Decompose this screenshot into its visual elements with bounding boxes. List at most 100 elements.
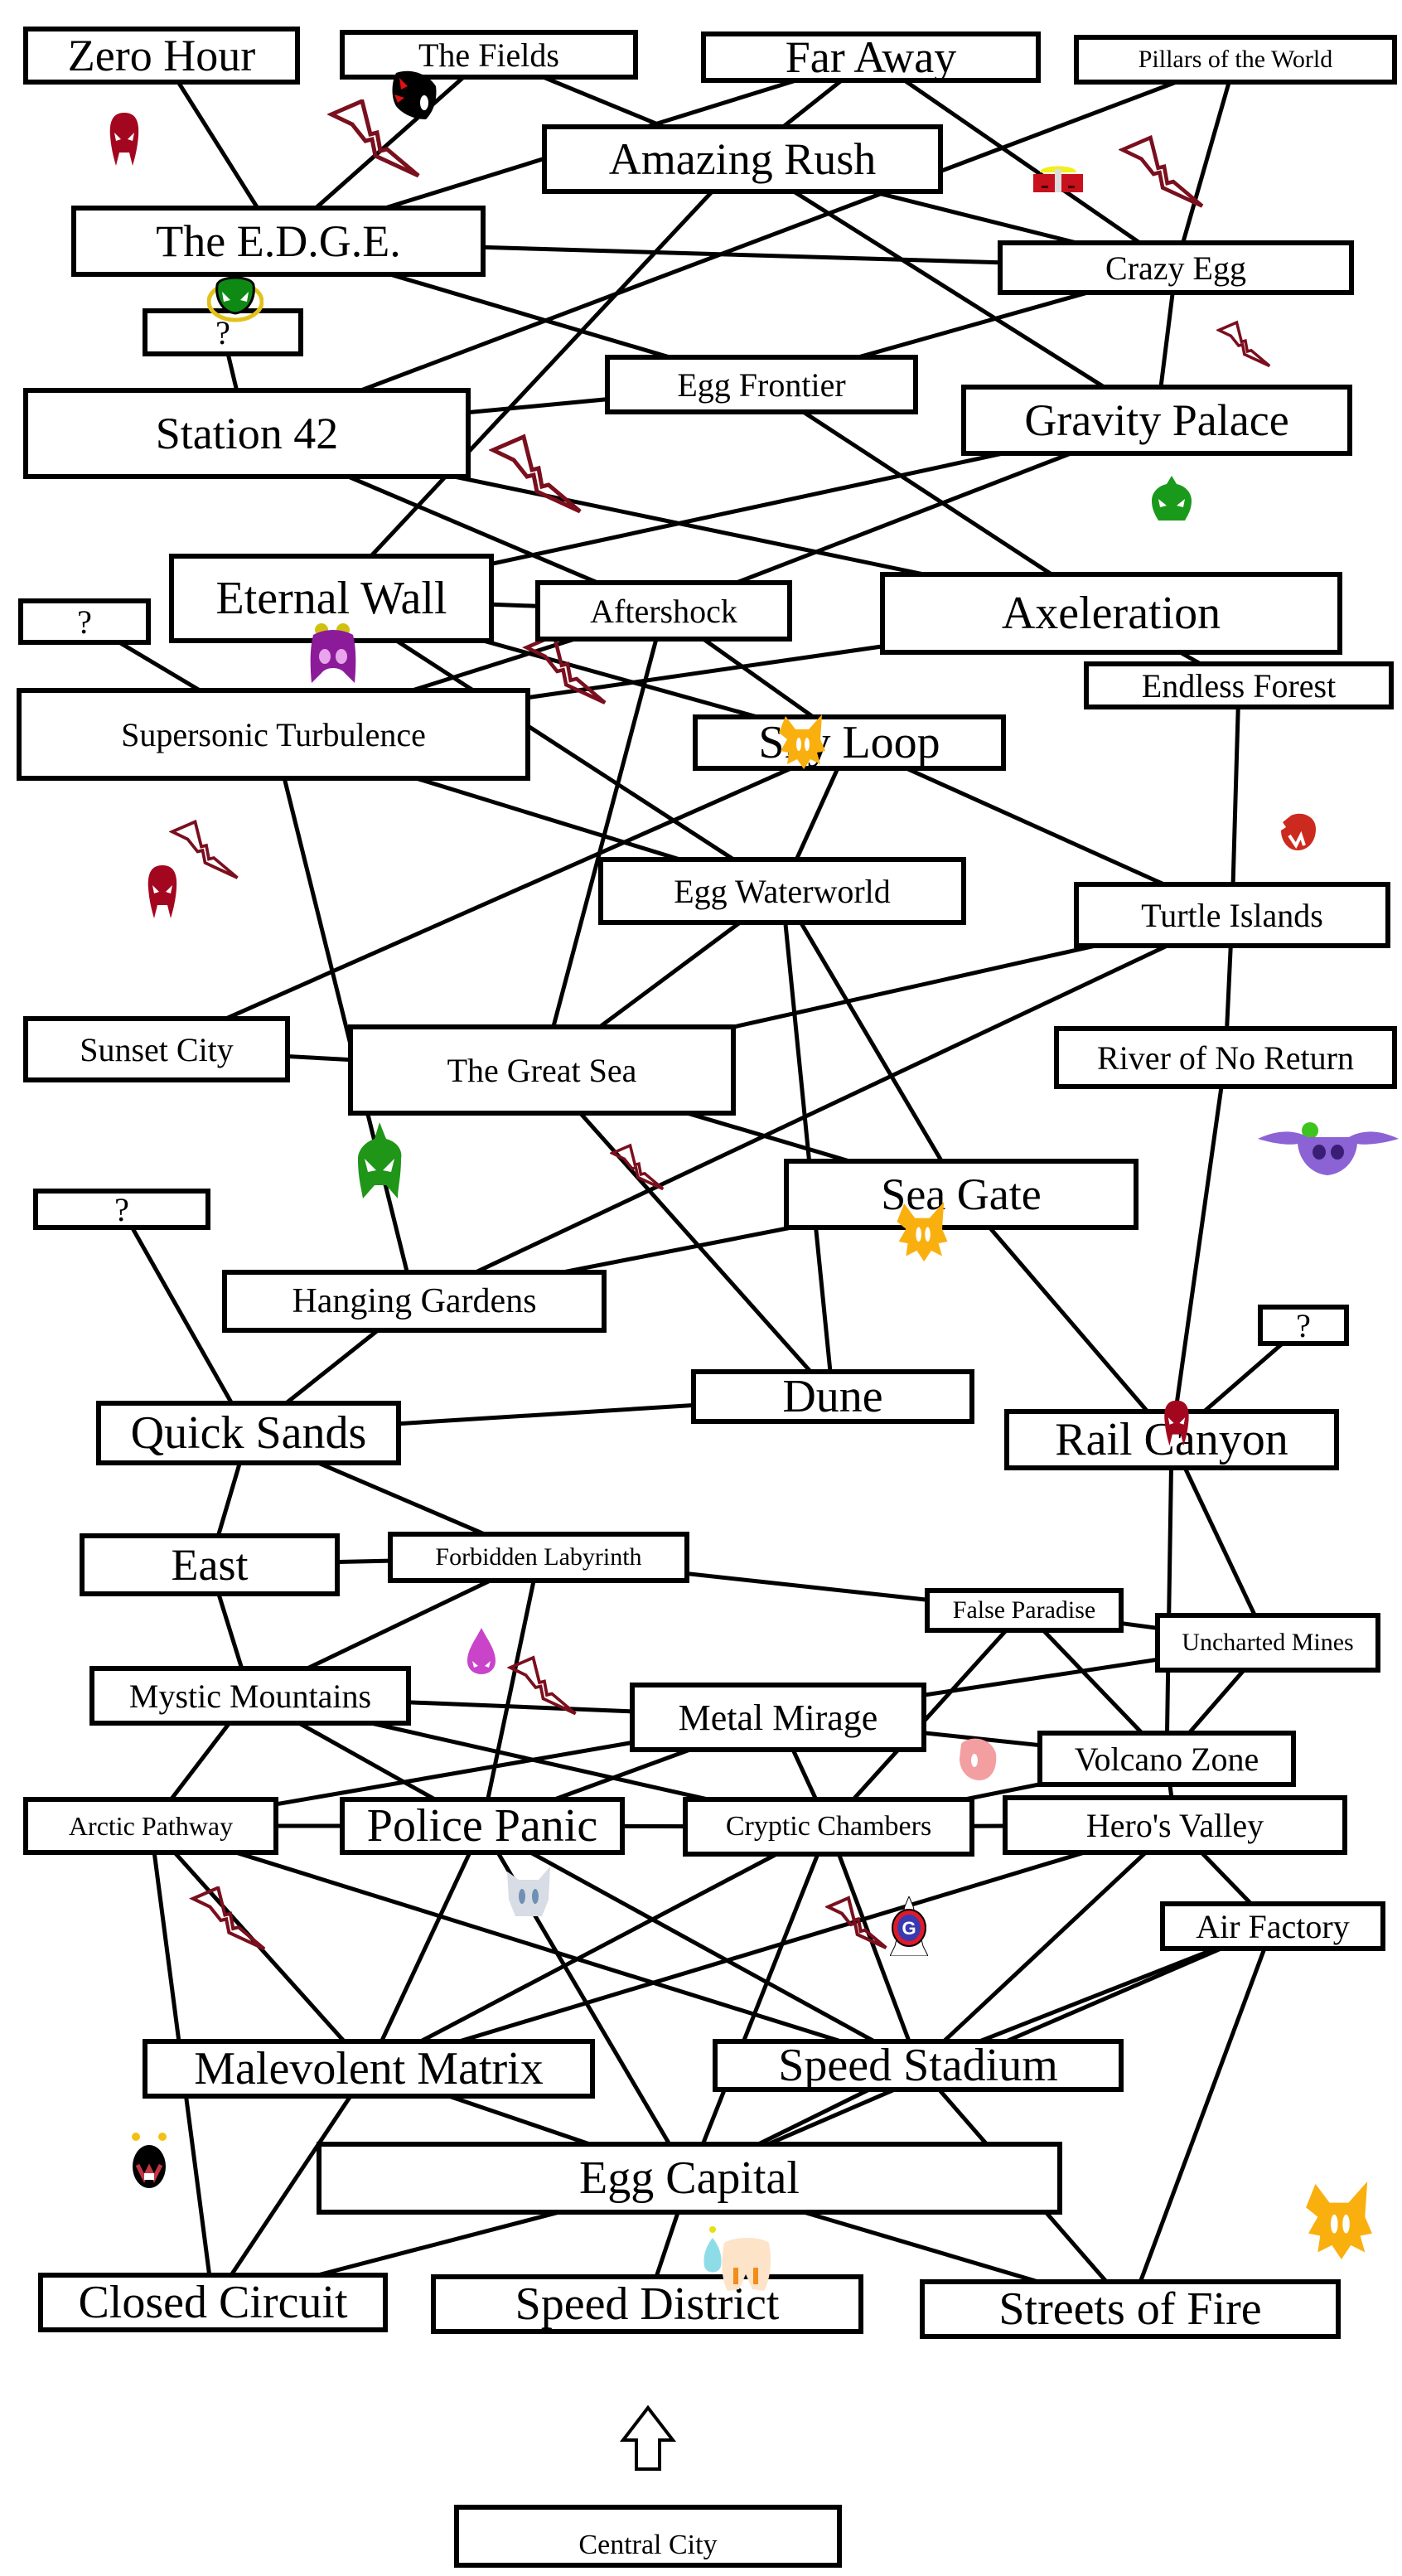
stage-label: The Fields xyxy=(418,36,559,74)
pink-hedgehog-head-icon[interactable] xyxy=(958,1736,998,1782)
connection-line-false_paradise-cryptic_chambers xyxy=(827,1609,1026,1828)
stage-egg-capital[interactable]: Egg Capital xyxy=(317,2142,1062,2215)
connection-line-forbidden_labyrinth-police_panic xyxy=(480,1557,541,1827)
fox-head-icon[interactable] xyxy=(895,1202,950,1261)
stage-dune[interactable]: Dune xyxy=(691,1369,974,1424)
connection-line-cryptic_chambers-speed_stadium xyxy=(826,1826,921,2066)
red-mask-icon[interactable] xyxy=(1160,1399,1193,1447)
stage-sky-loop[interactable]: Sky Loop xyxy=(693,714,1006,771)
eggman-car-icon[interactable] xyxy=(1032,162,1085,192)
stage-zero-hour[interactable]: Zero Hour xyxy=(23,27,300,85)
connection-line-supersonic_turbulence-hanging_gardens xyxy=(271,734,417,1302)
stage-cryptic-chambers[interactable]: Cryptic Chambers xyxy=(683,1797,974,1857)
stage-mystic-mountains[interactable]: Mystic Mountains xyxy=(89,1666,411,1726)
connection-line-police_panic-speed_stadium xyxy=(481,1823,920,2068)
stage-label: ? xyxy=(77,603,92,641)
stage-label: Dune xyxy=(782,1371,883,1422)
connection-line-police_panic-malevolent_matrix xyxy=(366,1824,485,2070)
fox-head-icon[interactable] xyxy=(1299,2181,1379,2259)
stage-air-factory[interactable]: Air Factory xyxy=(1160,1901,1385,1951)
stage-metal-mirage[interactable]: Metal Mirage xyxy=(630,1683,926,1752)
connection-line-malevolent_matrix-closed_circuit xyxy=(210,2067,371,2304)
stage-endless-forest[interactable]: Endless Forest xyxy=(1084,661,1394,709)
stage-axeleration[interactable]: Axeleration xyxy=(880,572,1342,655)
green-crown-head-icon[interactable] xyxy=(207,274,263,323)
stage-unknown[interactable]: ? xyxy=(33,1189,210,1230)
bomb-robot-icon[interactable] xyxy=(129,2132,169,2191)
stage-label: Station 42 xyxy=(155,409,339,458)
stage-aftershock[interactable]: Aftershock xyxy=(535,580,792,642)
connection-line-rail_canyon-volcano_zone xyxy=(1164,1439,1174,1760)
connection-line-river_of_no_return-rail_canyon xyxy=(1169,1057,1228,1441)
stage-speed-district[interactable]: Speed District xyxy=(431,2274,863,2334)
stage-label: Zero Hour xyxy=(67,31,256,80)
stage-label: Supersonic Turbulence xyxy=(121,715,426,753)
stage-police-panic[interactable]: Police Panic xyxy=(340,1797,625,1855)
stage-label: Aftershock xyxy=(590,592,737,630)
stage-sea-gate[interactable]: Sea Gate xyxy=(784,1159,1139,1230)
purple-bat-with-frog-icon[interactable] xyxy=(1258,1116,1399,1180)
stage-turtle-islands[interactable]: Turtle Islands xyxy=(1074,882,1390,948)
stage-sunset-city[interactable]: Sunset City xyxy=(23,1016,290,1082)
stage-quick-sands[interactable]: Quick Sands xyxy=(96,1401,401,1465)
connection-line-cryptic_chambers-egg_capital xyxy=(687,1826,831,2179)
stage-station-42[interactable]: Station 42 xyxy=(23,388,471,479)
stage-label: Quick Sands xyxy=(130,1407,367,1459)
stage-unknown[interactable]: ? xyxy=(1258,1305,1349,1346)
stage-speed-stadium[interactable]: Speed Stadium xyxy=(713,2039,1124,2092)
lightning-bolt-icon xyxy=(169,819,239,879)
stage-volcano-zone[interactable]: Volcano Zone xyxy=(1037,1731,1296,1787)
red-mask-icon[interactable] xyxy=(146,864,179,920)
red-mask-icon[interactable] xyxy=(108,111,141,167)
stage-streets-of-fire[interactable]: Streets of Fire xyxy=(920,2279,1341,2339)
stage-false-paradise[interactable]: False Paradise xyxy=(925,1588,1124,1633)
stage-label: Forbidden Labyrinth xyxy=(435,1543,642,1571)
stage-amazing-rush[interactable]: Amazing Rush xyxy=(542,124,943,194)
stage-uncharted-mines[interactable]: Uncharted Mines xyxy=(1155,1613,1380,1673)
green-fin-head-icon[interactable] xyxy=(356,1122,404,1200)
red-echidna-head-icon[interactable] xyxy=(1279,812,1317,852)
connection-line-unknown_3-quick_sands xyxy=(119,1208,251,1435)
stage-label: Speed Stadium xyxy=(778,2040,1058,2091)
connection-line-air_factory-streets_of_fire xyxy=(1128,1925,1275,2310)
connection-line-far_away-crazy_egg xyxy=(869,55,1177,270)
stage-egg-frontier[interactable]: Egg Frontier xyxy=(605,355,918,414)
fox-head-icon[interactable] xyxy=(779,714,825,769)
stage-unknown[interactable]: ? xyxy=(18,598,151,645)
stage-arctic-pathway[interactable]: Arctic Pathway xyxy=(23,1797,278,1855)
stage-label: Malevolent Matrix xyxy=(194,2043,544,2094)
white-bat-head-icon[interactable] xyxy=(507,1867,550,1918)
purple-bat-head-icon[interactable] xyxy=(308,623,358,685)
stage-the-fields[interactable]: The Fields xyxy=(340,30,638,80)
green-spike-head-icon[interactable] xyxy=(1148,474,1195,522)
stage-label: Metal Mirage xyxy=(678,1697,878,1738)
stage-central-city[interactable]: Central City xyxy=(454,2505,842,2568)
stage-crazy-egg[interactable]: Crazy Egg xyxy=(998,240,1354,295)
stage-pillars-of-the-world[interactable]: Pillars of the World xyxy=(1074,35,1397,85)
stage-heros-valley[interactable]: Hero's Valley xyxy=(1003,1795,1347,1855)
stage-forbidden-labyrinth[interactable]: Forbidden Labyrinth xyxy=(388,1532,689,1583)
chao-cream-icon[interactable] xyxy=(698,2226,772,2293)
shadow-head-icon[interactable] xyxy=(389,70,439,121)
stage-hanging-gardens[interactable]: Hanging Gardens xyxy=(222,1270,607,1333)
stage-label: Hanging Gardens xyxy=(292,1282,537,1320)
stage-gravity-palace[interactable]: Gravity Palace xyxy=(961,385,1352,456)
stage-the-edge[interactable]: The E.D.G.E. xyxy=(71,206,486,277)
stage-label: Cryptic Chambers xyxy=(725,1811,932,1842)
stage-malevolent-matrix[interactable]: Malevolent Matrix xyxy=(143,2039,595,2099)
connection-line-pillars_of_the_world-crazy_egg xyxy=(1173,59,1238,269)
stage-label: Egg Waterworld xyxy=(674,872,891,910)
stage-egg-waterworld[interactable]: Egg Waterworld xyxy=(598,857,966,925)
stage-river-of-no-return[interactable]: River of No Return xyxy=(1054,1026,1397,1089)
stage-supersonic-turbulence[interactable]: Supersonic Turbulence xyxy=(17,688,530,781)
stage-label: Eternal Wall xyxy=(215,573,447,624)
stage-label: Axeleration xyxy=(1001,588,1221,639)
stage-label: The Great Sea xyxy=(447,1051,637,1089)
stage-east[interactable]: East xyxy=(80,1533,340,1596)
stage-the-great-sea[interactable]: The Great Sea xyxy=(348,1024,736,1116)
stage-closed-circuit[interactable]: Closed Circuit xyxy=(38,2273,388,2332)
pink-flame-head-icon[interactable] xyxy=(466,1628,497,1676)
stage-far-away[interactable]: Far Away xyxy=(701,31,1041,83)
connection-line-amazing_rush-gravity_palace xyxy=(741,157,1158,423)
gun-emblem-icon[interactable]: G xyxy=(890,1896,928,1956)
